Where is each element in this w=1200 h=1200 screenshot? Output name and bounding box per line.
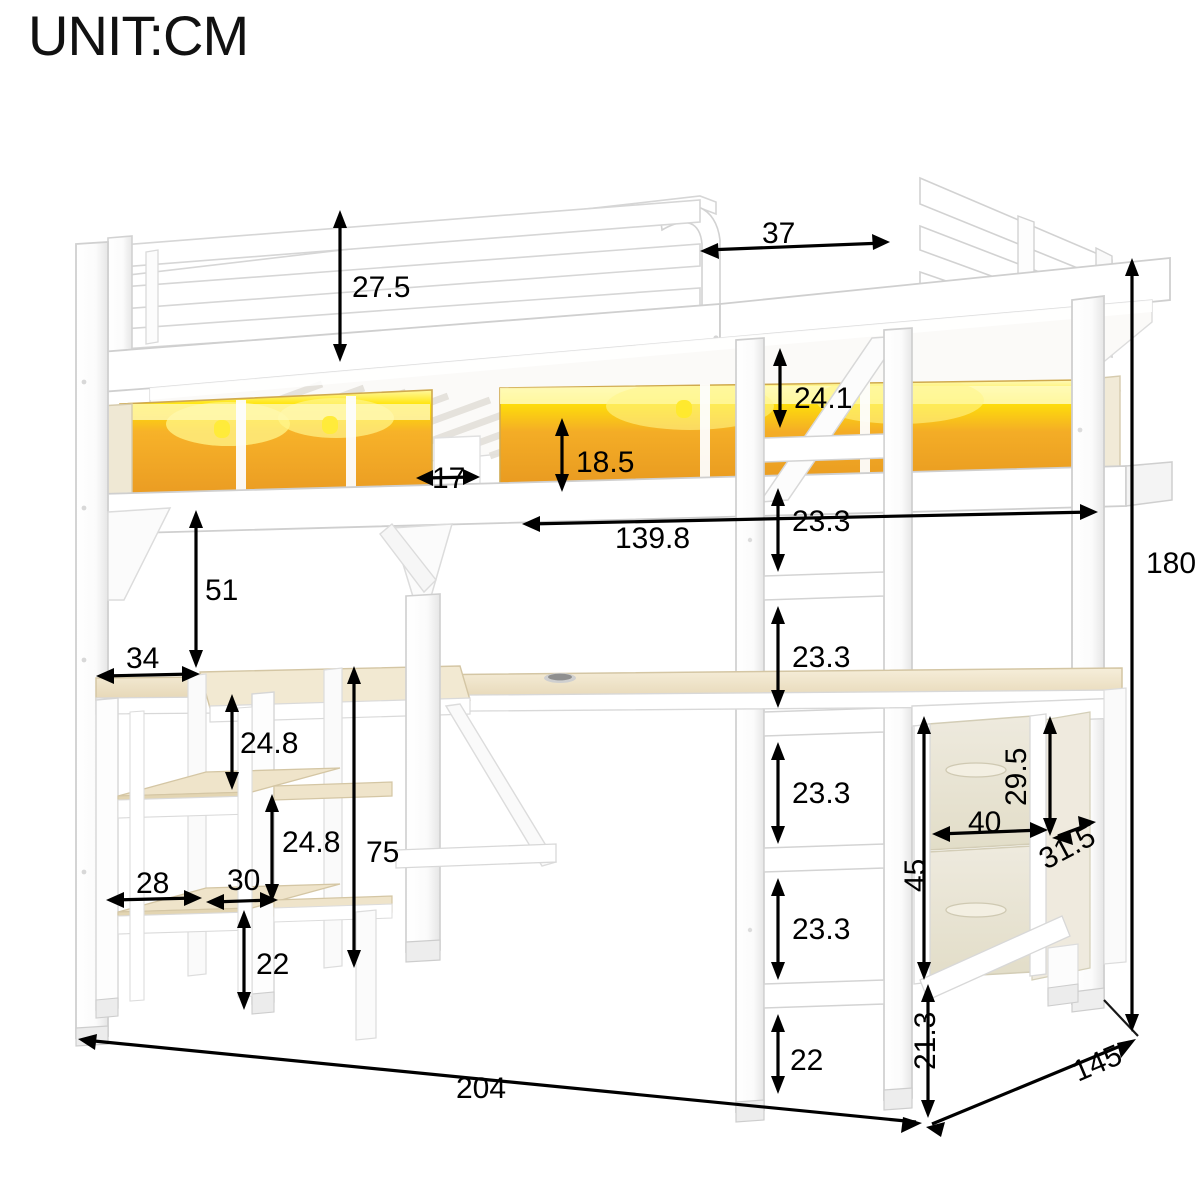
label-24-8-b: 24.8 [282,826,340,859]
label-24-8-a: 24.8 [240,727,298,760]
label-180: 180 [1146,547,1196,580]
label-23-3-b: 23.3 [792,641,850,674]
front-guardrail [99,199,1171,393]
label-24-1: 24.1 [794,382,852,415]
dim-17 [416,469,480,486]
dim-145 [926,1039,1136,1137]
label-75: 75 [366,836,399,869]
dim-29-5 [1043,716,1057,836]
label-23-3-c: 23.3 [792,777,850,810]
dim-37 [700,234,890,259]
dim-22-ladder [771,1014,785,1094]
label-22-ladder: 22 [790,1044,823,1077]
corner-brace-left [107,507,172,601]
dim-23-3-a [771,488,785,572]
dim-204 [78,1034,922,1133]
dim-21-3 [921,984,935,1118]
dim-24-1 [773,348,787,428]
corner-brace-center [379,523,454,601]
ladder [735,327,913,1123]
dim-24-8-a [225,694,239,790]
label-37: 37 [762,217,795,250]
label-30: 30 [227,864,260,897]
label-27-5: 27.5 [352,271,410,304]
dim-24-8-b [265,794,279,902]
rear-right-leg [1103,687,1127,965]
led-headboard-panel [99,375,1173,535]
dim-139-8 [522,504,1098,532]
label-51: 51 [205,574,238,607]
unit-title: UNIT:CM [28,4,249,67]
dim-31-5 [1052,816,1096,845]
bed-structure [75,176,1173,1123]
label-23-3-a: 23.3 [792,505,850,538]
dim-45 [917,716,931,980]
dim-23-3-d [771,878,785,980]
label-28: 28 [136,867,169,900]
label-18-5: 18.5 [576,446,634,479]
dimension-annotations [78,210,1139,1137]
dim-18-5 [555,418,569,492]
label-17: 17 [432,462,465,495]
label-204: 204 [456,1072,506,1105]
desk-center-post [395,593,558,963]
dim-23-3-b [771,606,785,708]
label-21-3: 21.3 [909,1012,942,1070]
label-45: 45 [899,859,932,892]
dim-75 [347,666,361,968]
dim-22-shelf [237,910,251,1010]
dim-27-5 [333,210,347,362]
label-29-5: 29.5 [1000,748,1033,806]
dim-51 [189,510,203,668]
label-40: 40 [968,806,1001,839]
label-139-8: 139.8 [615,522,690,555]
dim-40 [932,822,1048,842]
label-22-shelf: 22 [256,948,289,981]
label-23-3-d: 23.3 [792,913,850,946]
dim-30 [206,892,278,910]
dim-34 [96,666,200,684]
storage-drawer-unit [911,697,1123,1007]
dim-23-3-c [771,742,785,844]
dim-180 [1125,258,1139,1032]
label-34: 34 [126,642,159,675]
dim-28 [106,890,202,908]
dimension-labels: 27.5 37 24.1 18.5 17 139.8 23.3 23.3 23.… [126,217,1196,1105]
